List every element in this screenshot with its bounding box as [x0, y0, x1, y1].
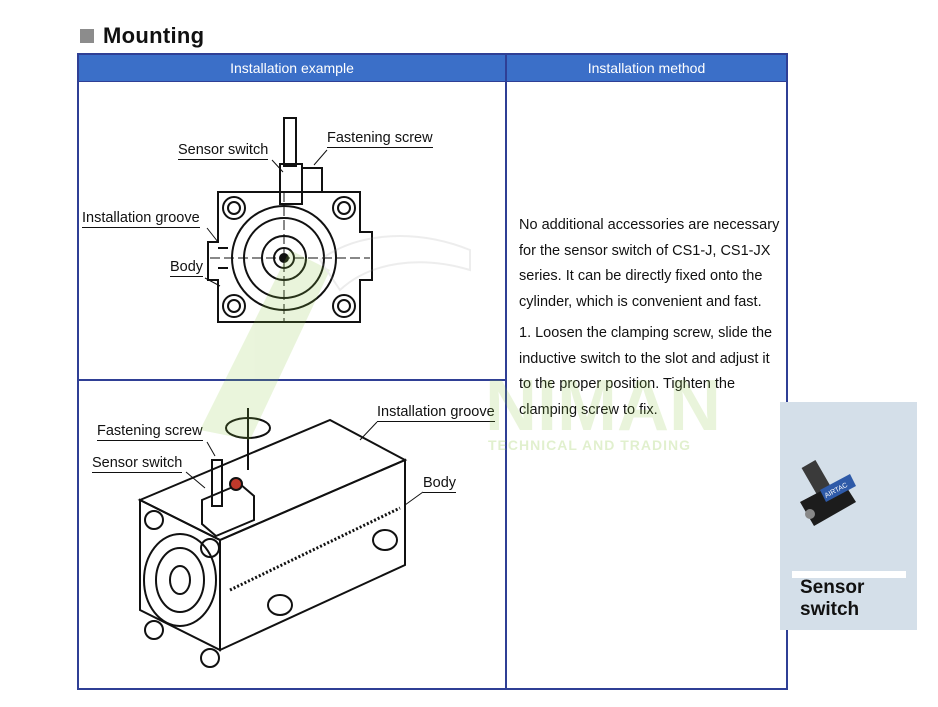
page-title: Mounting: [103, 23, 205, 48]
header-installation-example: Installation example: [79, 55, 505, 81]
row-divider: [79, 379, 505, 381]
sensor-card-caption: Sensor switch: [800, 577, 864, 621]
caption-line-2: switch: [800, 599, 860, 620]
label-body-bottom: Body: [423, 475, 457, 493]
title-square-icon: [80, 29, 94, 43]
section-title: Mounting: [80, 22, 204, 50]
header-installation-method: Installation method: [507, 55, 786, 81]
caption-line-1: Sensor: [800, 577, 865, 598]
cylinder-front-face: [139, 498, 221, 652]
label-fastening-screw-bottom: Fastening screw: [97, 423, 203, 441]
installation-method-text: No additional accessories are necessary …: [519, 213, 781, 429]
sensor-switch-card: AIRTAC Sensor switch: [780, 402, 917, 630]
column-divider: [505, 55, 507, 688]
label-sensor-switch-top: Sensor switch: [178, 142, 269, 160]
cylinder-end-view-diagram: [207, 117, 373, 323]
label-fastening-screw-top: Fastening screw: [327, 130, 433, 148]
header-divider: [79, 81, 786, 82]
label-installation-groove-top: Installation groove: [82, 210, 200, 228]
caption-stripe: [792, 571, 906, 578]
sensor-switch-photo: AIRTAC: [800, 460, 856, 526]
label-body-top: Body: [170, 259, 204, 277]
mounting-table: Installation example Installation method…: [77, 53, 788, 690]
method-paragraph-1: No additional accessories are necessary …: [519, 217, 780, 310]
method-paragraph-2: 1. Loosen the clamping screw, slide the …: [519, 325, 773, 418]
label-sensor-switch-bottom: Sensor switch: [92, 455, 183, 473]
sensor-stem: [283, 117, 297, 167]
cylinder-isometric-diagram: [137, 408, 408, 668]
cylinder-body-outline: [207, 191, 373, 323]
label-installation-groove-bottom: Installation groove: [377, 404, 495, 422]
